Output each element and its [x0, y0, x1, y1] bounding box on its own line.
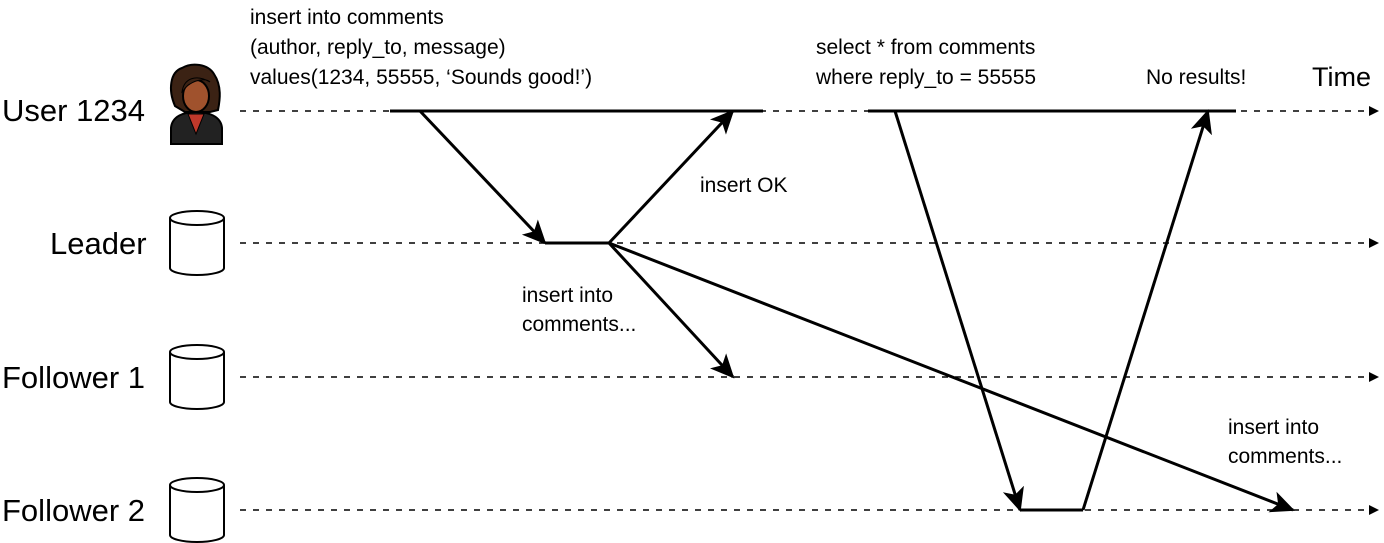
insert-ok-label: insert OK: [700, 174, 788, 197]
database-icon-leader: [169, 210, 225, 276]
database-icon-follower2: [169, 477, 225, 543]
replicate-follower2-line-2: comments...: [1228, 445, 1342, 468]
database-icon-follower1: [169, 344, 225, 410]
arrow-insert-to-leader: [418, 109, 547, 245]
arrow-replicate-to-follower1: [607, 241, 735, 379]
insert-statement-line-1: insert into comments: [250, 6, 444, 29]
no-results-label: No results!: [1146, 66, 1246, 89]
participant-label-follower2: Follower 2: [2, 493, 145, 528]
user-avatar-icon: [169, 63, 223, 145]
replicate-follower1-line-1: insert into: [522, 284, 613, 307]
insert-statement-line-3: values(1234, 55555, ‘Sounds good!’): [250, 66, 592, 89]
arrow-select-to-follower2: [893, 110, 1024, 512]
arrow-insert-ok-to-user: [607, 109, 735, 245]
participant-label-user: User 1234: [2, 93, 145, 128]
arrow-no-results-to-user: [1081, 109, 1212, 511]
select-statement-line-2: where reply_to = 55555: [815, 66, 1036, 89]
select-statement-line-1: select * from comments: [816, 36, 1035, 59]
replicate-follower2-line-1: insert into: [1228, 416, 1319, 439]
participant-label-follower1: Follower 1: [2, 360, 145, 395]
insert-statement-line-2: (author, reply_to, message): [250, 36, 506, 59]
arrow-replicate-to-follower2: [608, 241, 1295, 513]
replicate-follower1-line-2: comments...: [522, 313, 636, 336]
time-axis-label: Time: [1312, 62, 1371, 92]
participant-label-leader: Leader: [50, 226, 147, 261]
